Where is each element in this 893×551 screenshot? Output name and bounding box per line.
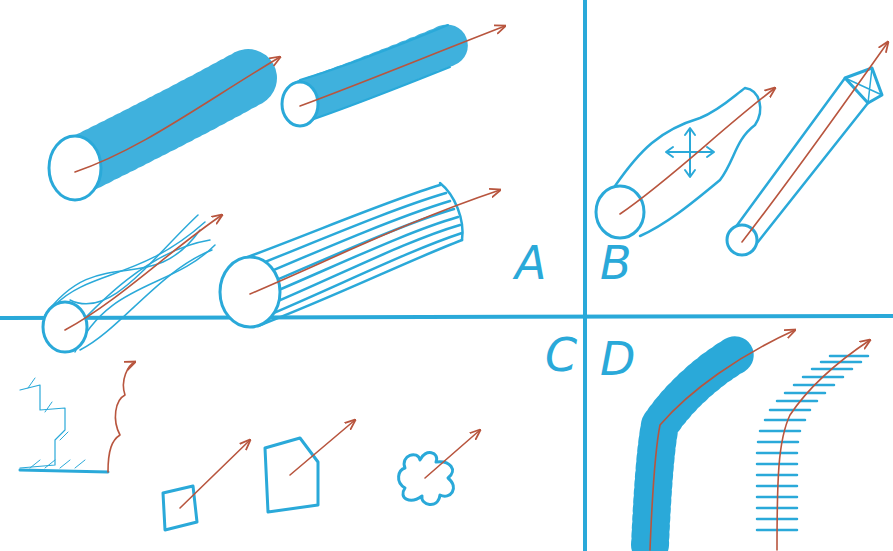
free-section bbox=[399, 430, 480, 505]
normal-frames bbox=[650, 330, 795, 550]
square-section bbox=[163, 440, 250, 530]
panel-letter: B bbox=[600, 240, 632, 286]
divider bbox=[0, 316, 893, 318]
fixed-frames bbox=[757, 340, 870, 550]
zigzag-ribbon bbox=[20, 362, 135, 472]
fiber-tube bbox=[220, 183, 500, 327]
pentagon-section bbox=[265, 420, 355, 512]
braided-tube bbox=[43, 215, 222, 352]
ringed-tube bbox=[49, 57, 280, 200]
panel-letter: C bbox=[545, 332, 577, 378]
panel-letter: A bbox=[515, 240, 546, 286]
panel-letter: D bbox=[600, 336, 635, 382]
helix-tube bbox=[282, 25, 505, 126]
varying-tube bbox=[596, 88, 775, 238]
square-end-tube bbox=[727, 42, 888, 255]
divider bbox=[583, 0, 587, 551]
